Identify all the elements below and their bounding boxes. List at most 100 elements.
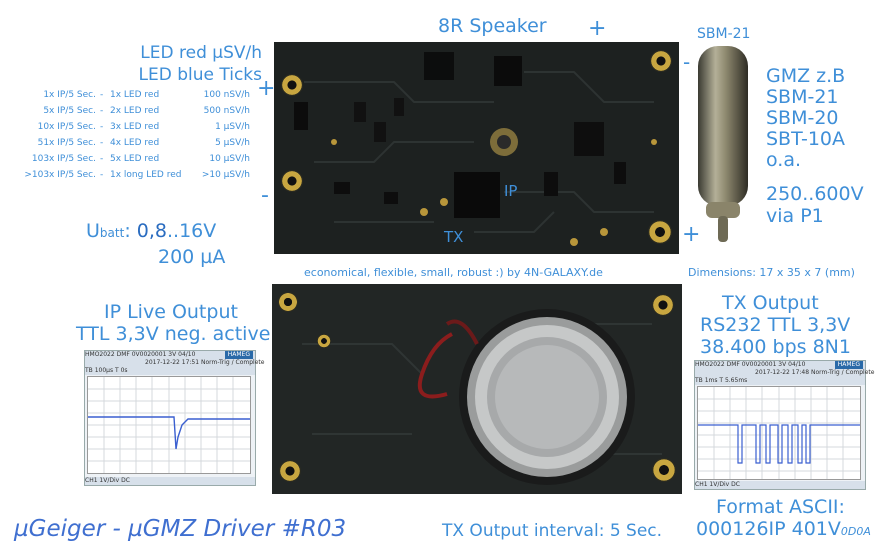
ubatt-sub: batt: [99, 226, 125, 240]
led-row-rate: 10 µSV/h: [209, 154, 250, 164]
scope-brand: HAMEG: [834, 361, 863, 369]
ip-output-subtitle: TTL 3,3V neg. active: [76, 323, 271, 345]
tube-info-line: SBM-20: [766, 107, 839, 129]
led-row-dash: -: [100, 138, 104, 148]
scope-waveform: [698, 387, 860, 479]
led-header-line1: LED red µSV/h: [140, 43, 262, 63]
tx-marker: TX: [444, 228, 464, 246]
led-row-ip: 5x IP/5 Sec.: [43, 106, 96, 116]
led-row-led: 5x LED red: [110, 154, 160, 164]
scope-header: HMO2022 DMF 0V0020001 3V 04/10 HAMEG: [85, 351, 255, 359]
led-row-led: 1x LED red: [110, 90, 160, 100]
plus-left-sign: +: [257, 76, 276, 101]
pcb-pad-bottom-right: [648, 220, 672, 244]
led-row-ip: 10x IP/5 Sec.: [37, 122, 96, 132]
scope-grid: [87, 376, 251, 474]
pcb-pad-top-right: [650, 50, 672, 72]
bottom-pcb-art: [272, 284, 682, 494]
pcb-pad-mid-left: [281, 170, 303, 192]
top-pcb-photo: IP TX: [274, 42, 679, 254]
led-row: 51x IP/5 Sec. - 4x LED red 5 µSV/h: [0, 138, 262, 154]
tube-voltage: 250..600V: [766, 183, 864, 205]
plus-bottom-sign: +: [682, 222, 701, 247]
led-row-dash: -: [100, 154, 104, 164]
top-pcb-traces: [274, 42, 679, 254]
led-row-led: 4x LED red: [110, 138, 160, 148]
led-row: 5x IP/5 Sec. - 2x LED red 500 nSV/h: [0, 106, 262, 122]
tube-name-label: SBM-21: [697, 26, 751, 42]
led-row-rate: 100 nSV/h: [203, 90, 250, 100]
tube-info-line: SBT-10A: [766, 128, 845, 150]
pcb-pad-top-left: [281, 74, 303, 96]
oscilloscope-ip-screenshot: HMO2022 DMF 0V0020001 3V 04/10 HAMEG 201…: [84, 350, 264, 486]
pcb-pad: [279, 460, 301, 482]
ubatt-colon: :: [124, 220, 131, 242]
minus-right-sign: -: [683, 50, 691, 74]
led-row-ip: >103x IP/5 Sec.: [24, 170, 96, 180]
led-row: >103x IP/5 Sec. - 1x long LED red >10 µS…: [0, 170, 262, 186]
led-row-led: 3x LED red: [110, 122, 160, 132]
led-row-ip: 1x IP/5 Sec.: [43, 90, 96, 100]
page-title: µGeiger - µGMZ Driver #R03: [14, 516, 347, 542]
geiger-tube-photo: [698, 46, 748, 242]
scope-status: 2017-12-22 17:48 Norm-Trig / Complete: [695, 369, 874, 377]
tube-info-line: GMZ z.B: [766, 65, 846, 87]
format-label: Format ASCII:: [716, 496, 845, 518]
dimensions: Dimensions: 17 x 35 x 7 (mm): [688, 266, 855, 279]
led-row-dash: -: [100, 106, 104, 116]
format-value-line: 000126IP 401V0D0A: [696, 518, 871, 540]
current-value: 200 µA: [158, 246, 226, 268]
led-row-ip: 51x IP/5 Sec.: [37, 138, 96, 148]
led-header: LED red µSV/h LED blue Ticks: [118, 42, 263, 86]
pcb-pad: [278, 292, 298, 312]
scope-timebase: TB 100µs T 0s: [85, 367, 255, 375]
ubatt-label: U: [86, 220, 100, 242]
tube-info-line: SBM-21: [766, 86, 839, 108]
scope-brand: HAMEG: [224, 351, 253, 359]
tx-output-title: TX Output: [722, 292, 819, 314]
scope-grid: [697, 386, 861, 480]
pcb-pad: [652, 458, 676, 482]
led-row-rate: >10 µSV/h: [201, 170, 250, 180]
tube-via: via P1: [766, 205, 824, 227]
ubatt-line: Ubatt: 0,8..16V: [86, 220, 216, 242]
tx-interval: TX Output interval: 5 Sec.: [442, 521, 663, 541]
scope-channel: CH1 1V/Div DC: [85, 477, 255, 485]
led-row-dash: -: [100, 122, 104, 132]
ubatt-voltage-b: ..16V: [166, 220, 217, 242]
led-row-dash: -: [100, 170, 104, 180]
ubatt-voltage-a: 0,8: [136, 220, 167, 242]
scope-header-text: HMO2022 DMF 0V0020001 3V 04/10: [85, 351, 196, 358]
ip-marker: IP: [504, 182, 518, 200]
format-value: 000126IP 401V: [696, 518, 841, 540]
led-row-ip: 103x IP/5 Sec.: [31, 154, 96, 164]
led-row-led: 1x long LED red: [110, 170, 182, 180]
led-row: 103x IP/5 Sec. - 5x LED red 10 µSV/h: [0, 154, 262, 170]
pcb-pad: [652, 294, 674, 316]
scope-channel: CH1 1V/Div DC: [695, 481, 865, 489]
tube-info-line: o.a.: [766, 149, 802, 171]
led-row-rate: 5 µSV/h: [215, 138, 250, 148]
scope-header-text: HMO2022 DMF 0V0020001 3V 04/10: [695, 361, 806, 368]
oscilloscope-tx-screenshot: HMO2022 DMF 0V0020001 3V 04/10 HAMEG 201…: [694, 360, 874, 490]
led-row: 1x IP/5 Sec. - 1x LED red 100 nSV/h: [0, 90, 262, 106]
tube-info: GMZ z.B SBM-21 SBM-20 SBT-10A o.a.: [766, 66, 845, 171]
slogan: economical, flexible, small, robust :) b…: [304, 266, 603, 279]
speaker-label: 8R Speaker: [438, 15, 547, 37]
scope-timebase: TB 1ms T 5.65ms: [695, 377, 865, 385]
minus-left-sign: -: [261, 183, 269, 208]
scope-header: HMO2022 DMF 0V0020001 3V 04/10 HAMEG: [695, 361, 865, 369]
ip-output-title: IP Live Output: [104, 301, 238, 323]
bottom-pcb-photo: [272, 284, 682, 494]
led-table: 1x IP/5 Sec. - 1x LED red 100 nSV/h 5x I…: [0, 90, 262, 190]
led-row-rate: 500 nSV/h: [203, 106, 250, 116]
led-header-line2: LED blue Ticks: [138, 65, 263, 85]
scope-status: 2017-12-22 17:51 Norm-Trig / Complete: [85, 359, 264, 367]
tx-output-line2: RS232 TTL 3,3V: [700, 314, 851, 336]
led-row-dash: -: [100, 90, 104, 100]
pcb-pad: [317, 334, 331, 348]
tx-output-line3: 38.400 bps 8N1: [700, 336, 851, 358]
plus-top-sign: +: [588, 16, 607, 41]
scope-waveform: [88, 377, 250, 473]
led-row: 10x IP/5 Sec. - 3x LED red 1 µSV/h: [0, 122, 262, 138]
